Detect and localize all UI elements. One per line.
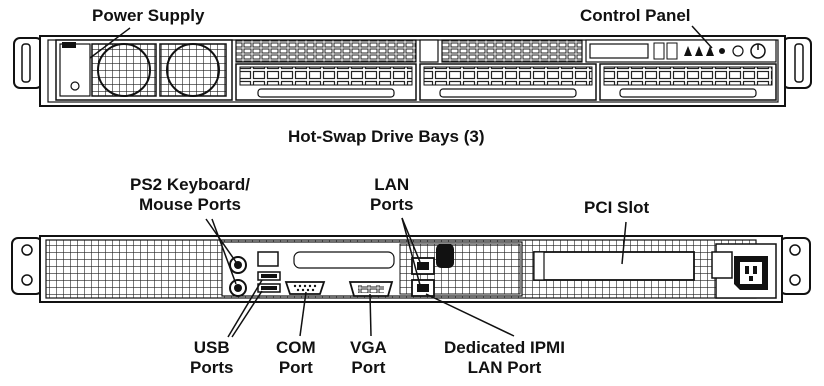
- rear-chassis: [11, 235, 811, 303]
- ps2-label-line2: Mouse Ports: [138, 195, 242, 214]
- lan-label-line2: Ports: [370, 195, 414, 214]
- control-panel-label: Control Panel: [580, 6, 691, 25]
- lan-ports: [411, 257, 435, 297]
- drive-bays: [235, 63, 777, 101]
- usb-ports-label: USB Ports: [190, 338, 233, 378]
- lan-ports-label: LAN Ports: [370, 175, 413, 215]
- control-panel: [585, 39, 777, 63]
- power-supply-module: [55, 39, 233, 101]
- pci-slot: [533, 251, 695, 281]
- vga-port: [348, 281, 394, 297]
- drive-bays-label: Hot-Swap Drive Bays (3): [288, 127, 485, 146]
- power-inlet: [711, 243, 777, 299]
- ipmi-port-label: Dedicated IPMI LAN Port: [444, 338, 565, 378]
- usb-ports: [257, 271, 281, 293]
- power-supply-label: Power Supply: [92, 6, 205, 25]
- ipmi-label-line1: Dedicated IPMI: [444, 338, 565, 357]
- lan-label-line1: LAN: [374, 175, 410, 194]
- control-panel-leader: [691, 25, 713, 49]
- com-label-line2: Port: [278, 358, 313, 377]
- com-port: [284, 281, 326, 295]
- usb-label-line1: USB: [193, 338, 230, 357]
- usb-label-line2: Ports: [190, 358, 234, 377]
- com-label-line1: COM: [276, 338, 316, 357]
- ps2-label-line1: PS2 Keyboard/: [130, 175, 250, 194]
- vga-port-label: VGA Port: [350, 338, 387, 378]
- ps2-ports-label: PS2 Keyboard/ Mouse Ports: [130, 175, 250, 215]
- vga-label-line1: VGA: [350, 338, 387, 357]
- left-rack-ear: [13, 37, 43, 89]
- ipmi-label-line2: LAN Port: [467, 358, 542, 377]
- pci-slot-label: PCI Slot: [584, 198, 650, 217]
- right-rack-ear: [782, 37, 812, 89]
- power-supply-leader: [89, 27, 131, 59]
- front-chassis: [13, 35, 812, 107]
- ps2-ports: [229, 256, 247, 297]
- rear-leaders: [205, 217, 627, 338]
- com-port-label: COM Port: [276, 338, 316, 378]
- vga-label-line2: Port: [351, 358, 386, 377]
